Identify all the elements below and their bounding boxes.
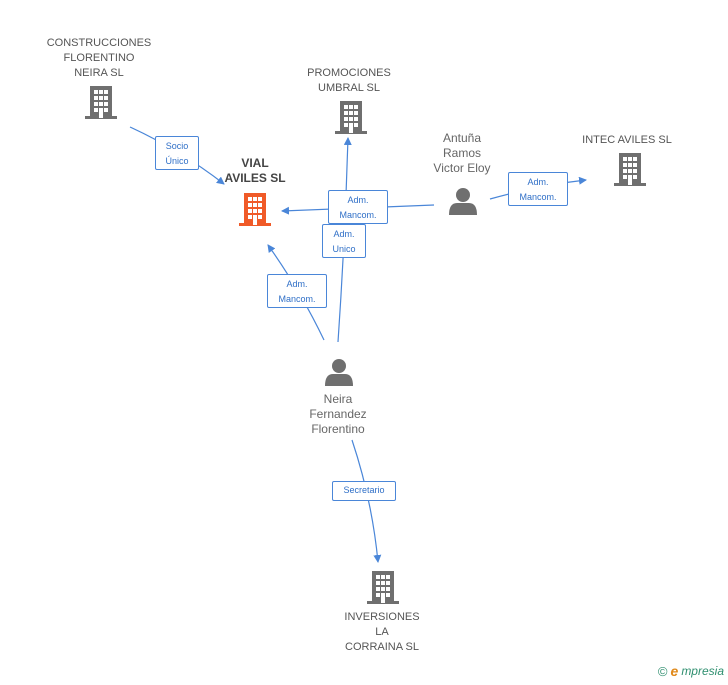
node-label-neira[interactable]: Neira Fernandez Florentino bbox=[309, 392, 367, 436]
node-inversiones-icon[interactable] bbox=[367, 571, 399, 604]
node-label-inversiones[interactable]: INVERSIONES LA CORRAINA SL bbox=[344, 611, 420, 653]
node-label-construcciones[interactable]: CONSTRUCCIONES FLORENTINO NEIRA SL bbox=[46, 37, 152, 79]
node-intec-icon[interactable] bbox=[614, 153, 646, 186]
edge-label-adm-mancom-vial: Adm. Mancom. bbox=[328, 190, 388, 224]
edge-neira-inversiones bbox=[351, 439, 382, 563]
brand-initial: e bbox=[670, 663, 679, 679]
copyright-icon: © bbox=[657, 663, 668, 679]
edge-label-adm-unico: Adm. Unico bbox=[322, 224, 366, 258]
node-neira-icon[interactable] bbox=[325, 359, 353, 386]
node-label-antuna[interactable]: Antuña Ramos Victor Eloy bbox=[433, 131, 491, 175]
node-label-promociones[interactable]: PROMOCIONES UMBRAL SL bbox=[307, 67, 391, 94]
edge-label-socio-unico: Socio Único bbox=[155, 136, 199, 170]
node-promociones-icon[interactable] bbox=[335, 101, 367, 134]
brand-name: mpresia bbox=[681, 664, 724, 678]
node-antuna-icon[interactable] bbox=[449, 188, 477, 215]
edge-label-adm-mancom-neira: Adm. Mancom. bbox=[267, 274, 327, 308]
node-label-intec[interactable]: INTEC AVILES SL bbox=[582, 134, 672, 146]
edge-label-adm-mancom-intec: Adm. Mancom. bbox=[508, 172, 568, 206]
node-vial-icon[interactable] bbox=[239, 193, 271, 226]
edge-label-secretario: Secretario bbox=[332, 481, 396, 501]
node-label-vial[interactable]: VIAL AVILES SL bbox=[224, 156, 286, 185]
node-construcciones-icon[interactable] bbox=[85, 86, 117, 119]
